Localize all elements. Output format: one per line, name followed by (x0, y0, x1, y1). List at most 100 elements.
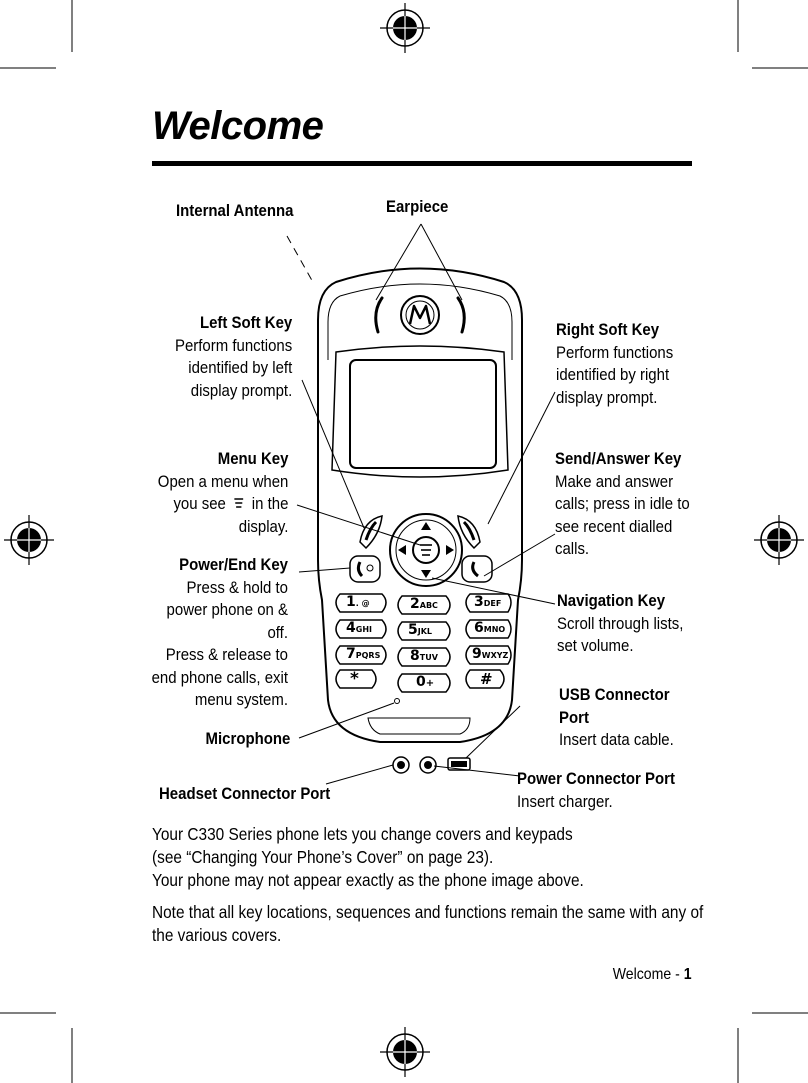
key-2-label: 2ABC (410, 596, 438, 612)
registration-target-right (754, 515, 804, 565)
power-end-key-heading: Power/End Key (179, 555, 288, 574)
key-6 (465, 619, 512, 639)
body-paragraph-1-line-3: Your phone may not appear exactly as the… (152, 870, 584, 890)
motorola-logo-icon (400, 295, 440, 335)
key-2 (397, 595, 451, 615)
registration-target-left (4, 515, 54, 565)
power-end-key-line-5: end phone calls, exit (151, 667, 288, 687)
key-1 (335, 593, 387, 613)
body-paragraph-1-line-2: (see “Changing Your Phone’s Cover” on pa… (152, 847, 494, 867)
label-internal-antenna: Internal Antenna (176, 201, 294, 220)
send-answer-key-line-2: calls; press in idle to (555, 494, 690, 513)
key-hash (465, 669, 505, 689)
footer-page-number: 1 (684, 966, 692, 983)
key-3 (465, 593, 512, 613)
key-6-label: 6MNO (474, 620, 506, 636)
body-paragraph-2: Note that all key locations, sequences a… (152, 901, 703, 947)
menu-icon (420, 544, 432, 556)
key-9-label: 9WXYZ (472, 646, 509, 662)
body-paragraph-1-line-1: Your C330 Series phone lets you change c… (152, 824, 573, 844)
menu-key-line-1: Open a menu when (157, 471, 288, 491)
earpiece-slot-right (456, 296, 466, 334)
power-connector-port-icon (419, 756, 437, 774)
right-soft-key-line-3: display prompt. (556, 387, 658, 407)
menu-key-heading: Menu Key (217, 449, 288, 468)
right-soft-key-line-1: Perform functions (556, 342, 674, 362)
key-8-label: 8TUV (410, 648, 438, 664)
key-1-label: 1. @ (346, 594, 370, 610)
footer-section: Welcome - (613, 966, 681, 983)
key-hash-label: # (480, 670, 493, 688)
usb-connector-port-heading-1: USB Connector (559, 685, 670, 704)
power-end-key-line-3: off. (267, 622, 288, 642)
key-4 (335, 619, 387, 639)
callout-usb-connector-port: USB Connector Port Insert data cable. (559, 684, 674, 752)
key-3-label: 3DEF (474, 594, 502, 610)
key-star-label: * (350, 669, 359, 689)
power-end-key-line-4: Press & release to (165, 645, 288, 664)
body-paragraph-2-line-2: the various covers. (152, 925, 282, 945)
keypad (335, 593, 512, 693)
key-star (335, 669, 377, 689)
menu-key-line-2: you see in the (173, 494, 288, 513)
callout-power-connector-port: Power Connector Port Insert charger. (517, 768, 675, 813)
key-7-label: 7PQRS (346, 646, 381, 662)
send-answer-key-line-1: Make and answer (555, 471, 674, 491)
key-4-label: 4GHI (346, 620, 372, 636)
usb-connector-port-icon (447, 757, 471, 771)
usb-connector-port-line-1: Insert data cable. (559, 730, 674, 749)
key-8 (397, 647, 451, 667)
key-5 (397, 621, 451, 641)
navigation-key-line-1: Scroll through lists, (557, 613, 684, 633)
navigation-key-heading: Navigation Key (557, 591, 666, 610)
registration-target-top (380, 3, 430, 53)
label-microphone: Microphone (205, 729, 290, 748)
callout-menu-key: Menu Key Open a menu when you see in the… (157, 448, 288, 538)
power-end-key-line-6: menu system. (194, 690, 288, 709)
body-paragraph-1: Your C330 Series phone lets you change c… (152, 823, 584, 892)
title-rule (152, 161, 692, 166)
callout-navigation-key: Navigation Key Scroll through lists, set… (557, 590, 683, 658)
display-screen (349, 359, 497, 469)
menu-key-line-3: display. (238, 516, 288, 536)
callout-power-end-key: Power/End Key Press & hold to power phon… (152, 554, 288, 712)
headset-connector-port-icon (392, 756, 410, 774)
right-soft-key (457, 515, 481, 550)
right-soft-key-line-2: identified by right (556, 365, 670, 384)
registration-target-bottom (380, 1027, 430, 1077)
left-soft-key (359, 515, 383, 550)
label-headset-connector-port: Headset Connector Port (159, 784, 331, 803)
power-end-key (349, 555, 381, 583)
navigation-key-line-2: set volume. (557, 636, 634, 655)
label-earpiece: Earpiece (386, 197, 449, 216)
earpiece-slot-left (374, 296, 384, 334)
power-end-key-line-2: power phone on & (166, 600, 288, 619)
left-soft-key-line-1: Perform functions (174, 335, 292, 355)
usb-connector-port-heading-2: Port (559, 707, 589, 727)
left-soft-key-line-3: display prompt. (190, 380, 292, 400)
power-connector-port-line-1: Insert charger. (517, 791, 613, 811)
left-soft-key-heading: Left Soft Key (199, 313, 292, 332)
callout-right-soft-key: Right Soft Key Perform functions identif… (556, 319, 673, 409)
key-0-label: 0+ (416, 674, 435, 690)
callout-send-answer-key: Send/Answer Key Make and answer calls; p… (555, 448, 690, 561)
send-answer-key (461, 555, 493, 583)
power-connector-port-heading: Power Connector Port (517, 769, 675, 788)
page-footer: Welcome - 1 (613, 966, 692, 984)
callout-left-soft-key: Left Soft Key Perform functions identifi… (175, 312, 292, 402)
page-title: Welcome (152, 104, 324, 148)
body-paragraph-2-line-1: Note that all key locations, sequences a… (152, 902, 704, 922)
send-answer-key-line-3: see recent dialled (555, 516, 673, 536)
microphone-hole (394, 698, 400, 704)
menu-icon (234, 498, 243, 508)
power-end-key-line-1: Press & hold to (186, 577, 288, 597)
key-0 (397, 673, 451, 693)
phone-inner-rim (339, 283, 513, 360)
right-soft-key-heading: Right Soft Key (556, 320, 660, 339)
send-answer-key-heading: Send/Answer Key (555, 449, 682, 468)
key-5-label: 5JKL (408, 622, 433, 638)
key-9 (465, 645, 512, 665)
